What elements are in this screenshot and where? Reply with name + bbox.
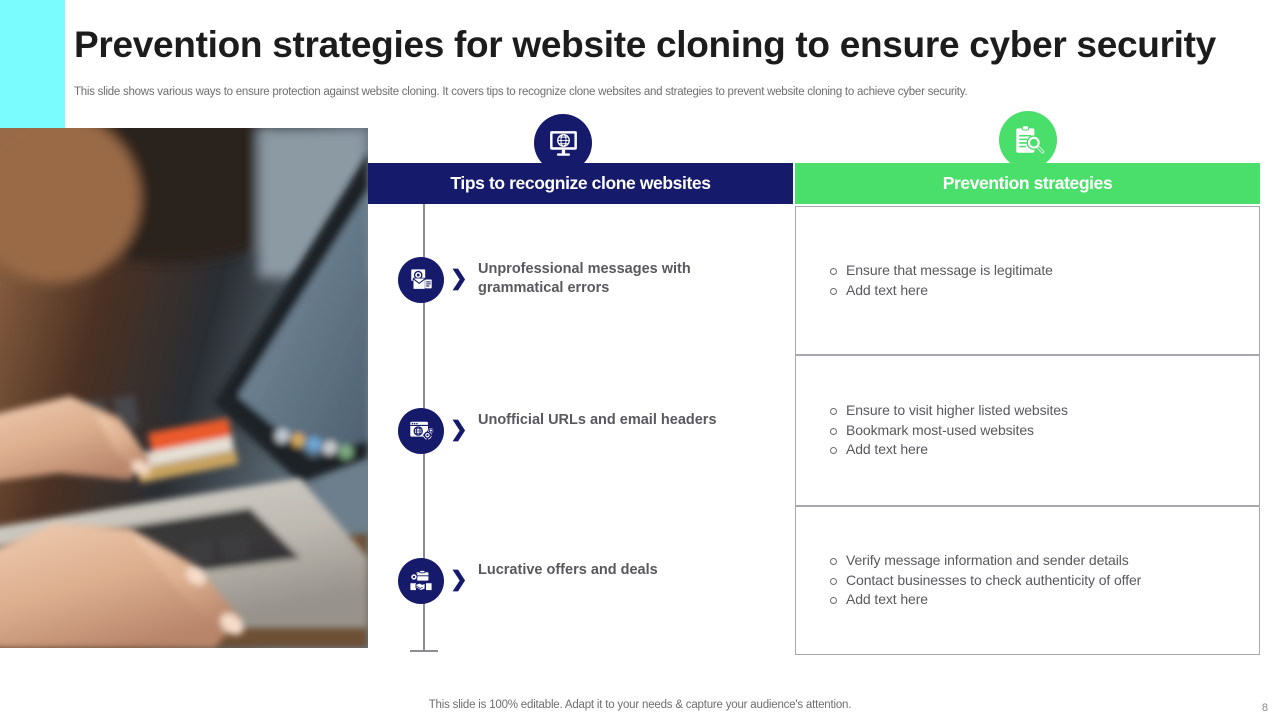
list-item: Add text here [830,281,1259,301]
tip-label-2: Unofficial URLs and email headers [478,412,717,428]
tip-label-1: Unprofessional messages with grammatical… [478,261,691,297]
tip-item-1[interactable]: ❯ Unprofessional messages with grammatic… [398,256,1122,304]
prevention-cell-3: Verify message information and sender de… [795,506,1260,655]
tip-chevron-3: ❯ [450,568,468,591]
laptop-typing-photo [0,128,368,648]
page-subtitle: This slide shows various ways to ensure … [74,86,968,98]
timeline-foot-tick [410,650,438,652]
column-header-prevention: Prevention strategies [795,163,1260,204]
tip-chevron-1: ❯ [450,267,468,290]
prevention-list-3: Verify message information and sender de… [796,551,1259,610]
prevention-cell-2: Ensure to visit higher listed websites B… [795,355,1260,506]
tip-chevron-2: ❯ [450,418,468,441]
list-item: Ensure that message is legitimate [830,261,1259,281]
page-title: Prevention strategies for website clonin… [74,24,1216,65]
email-document-warning-icon [398,257,444,303]
cyan-accent-bar [0,0,65,128]
monitor-globe-icon [534,114,592,172]
briefcase-handshake-icon [398,558,444,604]
column-header-tips: Tips to recognize clone websites [368,163,793,204]
prevention-list-2: Ensure to visit higher listed websites B… [796,401,1259,460]
list-item: Verify message information and sender de… [830,551,1259,571]
list-item: Add text here [830,590,1259,610]
prevention-list-1: Ensure that message is legitimate Add te… [796,261,1259,300]
list-item: Add text here [830,440,1259,460]
prevention-cell-1: Ensure that message is legitimate Add te… [795,206,1260,355]
page-number: 8 [1261,702,1268,714]
footer-note: This slide is 100% editable. Adapt it to… [428,699,852,711]
tip-item-3[interactable]: ❯ Lucrative offers and deals [398,557,1122,605]
tip-label-3: Lucrative offers and deals [478,562,658,578]
list-item: Contact businesses to check authenticity… [830,571,1259,591]
clipboard-magnifier-icon [999,111,1057,169]
list-item: Bookmark most-used websites [830,421,1259,441]
list-item: Ensure to visit higher listed websites [830,401,1259,421]
tip-item-2[interactable]: ❯ Unofficial URLs and email headers [398,407,1122,455]
browser-globe-gears-icon [398,408,444,454]
